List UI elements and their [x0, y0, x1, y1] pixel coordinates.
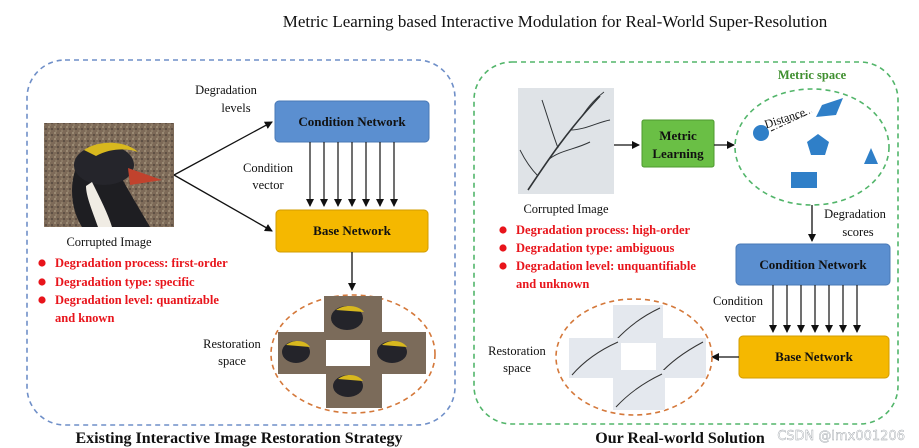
left-panel-border — [26, 59, 456, 426]
degradation-scores-label-1: Degradation — [824, 207, 887, 221]
right-condition-network-box: Condition Network — [735, 243, 891, 286]
distance-label: Distance — [763, 105, 807, 131]
left-restoration-label-2: space — [218, 354, 246, 368]
right-restoration-label-2: space — [503, 361, 531, 375]
metric-space-label: Metric space — [778, 68, 847, 82]
right-restoration-images — [569, 305, 706, 410]
arrow-image-to-base — [173, 174, 273, 232]
right-caption: Our Real-world Solution — [595, 430, 765, 447]
right-condition-vector-label-1: Condition — [713, 294, 764, 308]
left-bullet-1: Degradation process: first-order — [55, 256, 228, 270]
watermark: CSDN @lmx001206 — [777, 429, 905, 444]
right-condition-vector-label-2: vector — [724, 311, 756, 325]
degradation-scores-label-2: scores — [842, 225, 873, 239]
left-bullet-2: Degradation type: specific — [55, 275, 195, 289]
left-condition-vector-label-2: vector — [252, 178, 284, 192]
left-caption: Existing Interactive Image Restoration S… — [75, 430, 402, 447]
right-bullet-1: Degradation process: high-order — [516, 223, 691, 237]
left-bullet-3-cont: and known — [55, 311, 114, 325]
right-condition-network-label: Condition Network — [759, 257, 867, 272]
right-restoration-label-1: Restoration — [488, 344, 546, 358]
right-panel-border — [473, 61, 899, 425]
right-base-network-label: Base Network — [775, 349, 853, 364]
right-restoration-space — [555, 298, 713, 416]
right-bullet-2: Degradation type: ambiguous — [516, 241, 674, 255]
left-bullets: Degradation process: first-order Degrada… — [38, 256, 228, 325]
right-bullet-3-cont: and unknown — [516, 277, 589, 291]
right-bullets: Degradation process: high-order Degradat… — [499, 223, 696, 291]
left-condition-network-box: Condition Network — [274, 100, 430, 143]
left-base-network-box: Base Network — [275, 209, 429, 253]
left-degradation-levels-label-2: levels — [221, 101, 250, 115]
right-base-network-box: Base Network — [738, 335, 890, 379]
metric-space — [734, 88, 890, 206]
left-restoration-space — [270, 294, 436, 414]
right-condition-vector-arrows — [769, 285, 861, 333]
left-condition-vector-arrows — [306, 142, 398, 207]
left-condition-network-label: Condition Network — [298, 114, 406, 129]
left-bullet-3: Degradation level: quantizable — [55, 293, 219, 307]
left-base-network-label: Base Network — [313, 223, 391, 238]
left-restoration-images — [278, 296, 426, 408]
right-bullet-3: Degradation level: unquantifiable — [516, 259, 696, 273]
metric-learning-box: Metric Learning — [641, 119, 715, 168]
left-corrupted-image — [44, 123, 174, 227]
right-corrupted-image — [518, 88, 614, 194]
left-image-label: Corrupted Image — [66, 235, 151, 249]
metric-learning-label-1: Metric — [659, 128, 697, 143]
left-condition-vector-label-1: Condition — [243, 161, 294, 175]
metric-learning-label-2: Learning — [652, 146, 704, 161]
left-degradation-levels-label-1: Degradation — [195, 83, 258, 97]
metric-space-shapes — [753, 98, 878, 188]
right-image-label: Corrupted Image — [523, 202, 608, 216]
page-title: Metric Learning based Interactive Modula… — [283, 12, 828, 31]
arrow-image-to-condition — [173, 121, 273, 176]
left-restoration-label-1: Restoration — [203, 337, 261, 351]
